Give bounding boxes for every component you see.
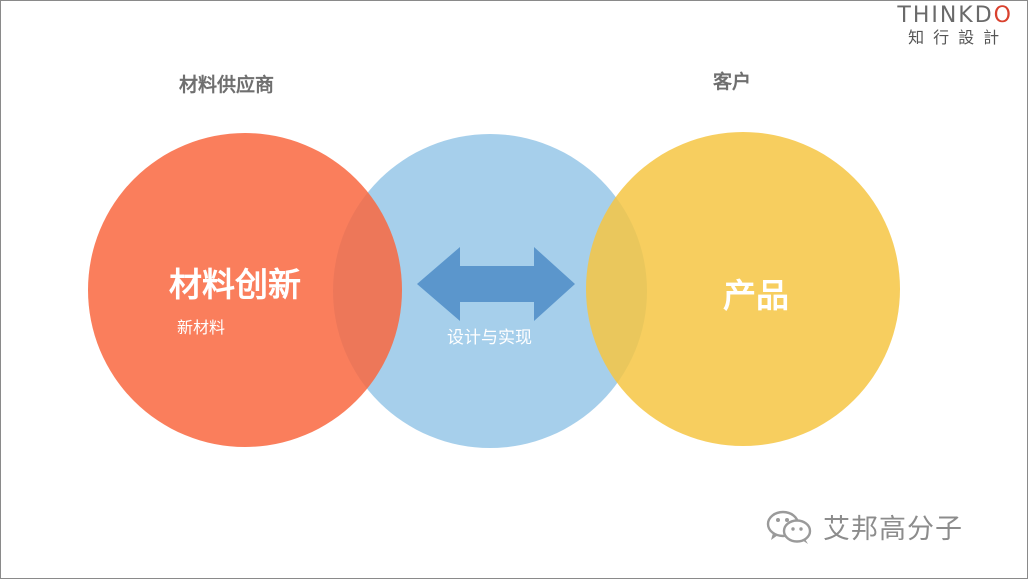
watermark: 艾邦高分子 [765, 507, 963, 546]
right-circle [586, 132, 900, 446]
thinkdo-logo: THINKDO 知行設計 [897, 4, 1013, 48]
supplier-label: 材料供应商 [179, 74, 275, 96]
logo-o-mark: O [993, 3, 1013, 28]
double-arrow-icon [417, 247, 575, 321]
left-circle [88, 133, 402, 447]
design-realization-label: 设计与实现 [447, 328, 532, 348]
product-title: 产品 [723, 276, 789, 315]
watermark-text: 艾邦高分子 [823, 514, 963, 545]
wechat-icon [766, 510, 812, 544]
customer-label: 客户 [713, 71, 752, 93]
logo-main-text: THINKDO [897, 3, 1013, 28]
new-material-subtitle: 新材料 [177, 318, 226, 337]
material-innovation-title: 材料创新 [169, 265, 301, 304]
logo-sub-text: 知行設計 [908, 28, 1009, 47]
